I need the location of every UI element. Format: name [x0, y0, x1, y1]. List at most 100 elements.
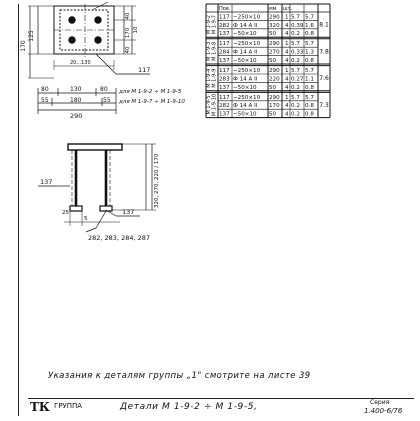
- table-cell-unit-mass: 0.27: [291, 76, 304, 82]
- table-cell-section: −50×10: [233, 85, 257, 91]
- table-cell-section: Ф 14 А II: [233, 50, 258, 56]
- title-block: ТК ГРУППА Детали М 1-9-2 ÷ М 1-9-5, Сери…: [28, 398, 414, 421]
- table-cell-length: 50: [269, 31, 277, 37]
- table-cell-unit-mass: 0.2: [291, 103, 300, 109]
- dim-125: 125: [28, 30, 35, 42]
- dim-40: 40: [125, 12, 131, 19]
- table-group-label: М 1-9-3: [206, 42, 212, 61]
- table-cell-length: 170: [269, 103, 280, 109]
- dim-vertical-range: 320, 270, 220 / 170: [154, 153, 160, 208]
- anchor-bar: [94, 16, 102, 24]
- table-group-label: М 1-9-9: [212, 69, 218, 88]
- base-plate-137: [69, 205, 83, 212]
- row1-dim-a: 80: [41, 86, 49, 93]
- table-cell-unit-mass: 5.7: [291, 68, 300, 74]
- table-cell-qty: 4: [285, 76, 289, 82]
- table-cell-section: −250×10: [233, 14, 261, 20]
- part-137-left: 137: [40, 178, 52, 186]
- table-cell-length: 290: [269, 95, 280, 101]
- title-block-title: Детали М 1-9-2 ÷ М 1-9-5,: [120, 402, 258, 412]
- dim-10: 10: [133, 26, 139, 33]
- table-group-label: М 1-9-8: [212, 42, 218, 61]
- anchor-bar: [68, 36, 76, 44]
- part-117-label: 117: [138, 66, 150, 74]
- total-width-290: 290: [70, 112, 82, 120]
- table-cell-section: −250×10: [233, 95, 261, 101]
- row1-dim-b: 130: [70, 86, 82, 93]
- table-cell-pos: 117: [219, 95, 230, 101]
- table-cell-section: −50×10: [233, 31, 257, 37]
- table-cell-pos: 284: [219, 50, 230, 56]
- table-cell-unit-mass: 0.33: [291, 50, 304, 56]
- table-cell-mass: 0.8: [305, 103, 314, 109]
- table-cell-unit-mass: 0.2: [291, 31, 300, 37]
- table-cell-section: Ф 14 А II: [233, 23, 258, 29]
- table-cell-section: −250×10: [233, 41, 261, 47]
- table-cell-qty: 4: [285, 112, 289, 118]
- table-cell-qty: 1: [285, 68, 289, 74]
- table-group-total: 7.6: [319, 75, 329, 82]
- title-block-series: Серия: [370, 399, 390, 406]
- drawing-labels: 125 170 40 170 40 10 20...130 117 80 130…: [20, 12, 185, 242]
- bar-marks-label: 282, 283, 284, 287: [88, 234, 150, 242]
- table-cell-qty: 4: [285, 58, 289, 64]
- top-plate-117: [67, 143, 123, 151]
- table-cell-qty: 4: [285, 103, 289, 109]
- table-cell-pos: 137: [219, 31, 230, 37]
- table-cell-mass: 5.7: [305, 68, 314, 74]
- table-header-mm: мм: [269, 6, 277, 12]
- table-cell-section: Ф 14 А II: [233, 76, 258, 82]
- table-cell-mass: 5.7: [305, 41, 314, 47]
- table-group-label: М 1-9-2: [206, 15, 212, 34]
- table-cell-pos: 282: [219, 23, 230, 29]
- table-cell-pos: 137: [219, 85, 230, 91]
- table-cell-pos: 282: [219, 103, 230, 109]
- dim-40b: 40: [125, 46, 131, 53]
- table-cell-pos: 137: [219, 112, 230, 118]
- table-cell-unit-mass: 0.2: [291, 58, 300, 64]
- table-cell-unit-mass: 0.2: [291, 112, 300, 118]
- table-cell-pos: 137: [219, 58, 230, 64]
- table-group-total: 7.3: [319, 102, 329, 109]
- table-cell-length: 50: [269, 85, 277, 91]
- table-cell-pos: 283: [219, 76, 230, 82]
- row2-dim-a: 55: [41, 97, 49, 104]
- anchor-bar: [68, 16, 76, 24]
- table-cell-length: 290: [269, 14, 280, 20]
- table-cell-pos: 117: [219, 68, 230, 74]
- table-cell-section: −50×10: [233, 112, 257, 118]
- table-cell-qty: 4: [285, 23, 289, 29]
- table-cell-length: 50: [269, 58, 277, 64]
- anchor-bar: [94, 36, 102, 44]
- table-cell-length: 220: [269, 76, 280, 82]
- dimension-rows: [37, 88, 117, 114]
- table-cell-mass: 0.8: [305, 31, 314, 37]
- sheet-frame: [18, 4, 415, 416]
- table-cell-mass: 0.8: [305, 112, 314, 118]
- table-cell-mass: 0.8: [305, 85, 314, 91]
- table-cell-section: −50×10: [233, 58, 257, 64]
- table-group-label: М 1-9-7: [212, 15, 218, 34]
- table-cell-unit-mass: 5.7: [291, 95, 300, 101]
- table-cell-qty: 4: [285, 50, 289, 56]
- table-cell-mass: 5.7: [305, 95, 314, 101]
- dim-170-left: 170: [20, 40, 27, 52]
- part-137-bottom: 137: [122, 208, 134, 216]
- table-cell-length: 290: [269, 41, 280, 47]
- table-group-total: 8.1: [319, 22, 329, 29]
- table-cell-qty: 4: [285, 31, 289, 37]
- dim-range: 20...130: [70, 60, 91, 66]
- table-cell-qty: 4: [285, 85, 289, 91]
- table-cell-length: 270: [269, 50, 280, 56]
- dim-170: 170: [125, 27, 131, 38]
- table-cell-length: 290: [269, 68, 280, 74]
- title-block-tk: ТК: [30, 400, 50, 414]
- table-cell-qty: 1: [285, 14, 289, 20]
- table-cell-unit-mass: 0.39: [291, 23, 304, 29]
- title-block-group: ГРУППА: [54, 402, 83, 410]
- row1-dim-c: 80: [100, 86, 108, 93]
- table-cell-mass: 0.8: [305, 58, 314, 64]
- table-cell-section: Ф 14 А II: [233, 103, 258, 109]
